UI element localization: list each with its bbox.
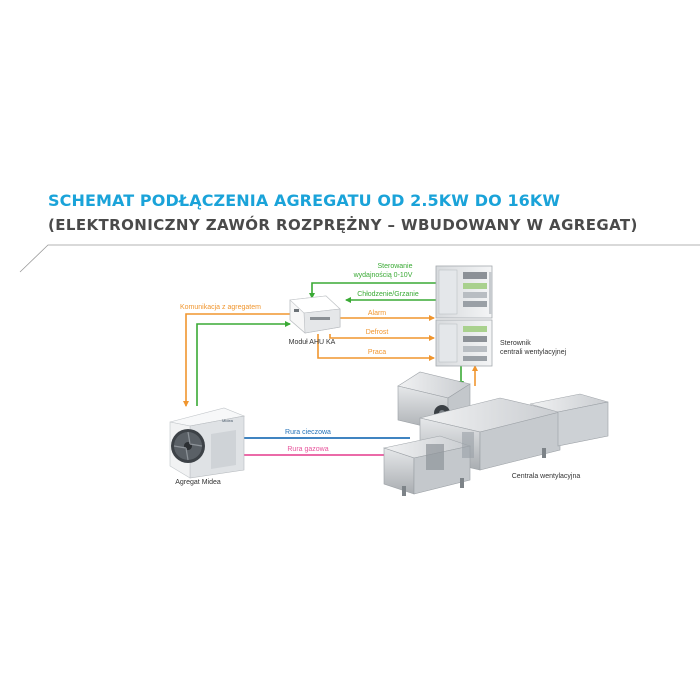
defrost-line xyxy=(329,334,435,341)
label-controller-2: centrali wentylacyjnej xyxy=(500,349,567,356)
ventilation-unit xyxy=(382,371,609,496)
title-divider-line xyxy=(19,244,700,273)
label-controller-1: Sterownik xyxy=(500,340,531,347)
label-defrost: Defrost xyxy=(366,329,389,336)
label-gas-pipe: Rura gazowa xyxy=(287,446,328,453)
label-alarm: Alarm xyxy=(368,310,386,317)
label-operation: Praca xyxy=(368,349,386,356)
ahu-module xyxy=(289,295,341,334)
diagram-subtitle: (ELEKTRONICZNY ZAWÓR ROZPRĘŻNY – WBUDOWA… xyxy=(48,216,638,234)
label-communication: Komunikacja z agregatem xyxy=(180,304,261,311)
communication-line xyxy=(183,313,290,407)
capacity-control-line xyxy=(309,282,436,299)
controller-cabinet-bottom xyxy=(435,319,493,367)
label-cooling-heating: Chłodzenie/Grzanie xyxy=(357,291,419,298)
diagram-title: SCHEMAT PODŁĄCZENIA AGREGATU OD 2.5KW DO… xyxy=(48,191,561,210)
communication-return-line xyxy=(196,321,291,406)
controller-cabinet-top xyxy=(435,265,493,319)
label-ventilation-unit: Centrala wentylacyjna xyxy=(512,473,581,480)
outdoor-unit-brand: Midea xyxy=(222,418,234,423)
label-capacity-control-2: wydajnością 0-10V xyxy=(353,272,413,279)
label-liquid-pipe: Rura cieczowa xyxy=(285,429,331,436)
outdoor-unit: Midea xyxy=(169,407,246,479)
label-capacity-control-1: Sterowanie xyxy=(377,263,412,270)
operation-line xyxy=(317,334,435,361)
label-ahu-module: Moduł AHU KA xyxy=(289,339,336,346)
label-outdoor-unit: Agregat Midea xyxy=(175,479,221,486)
